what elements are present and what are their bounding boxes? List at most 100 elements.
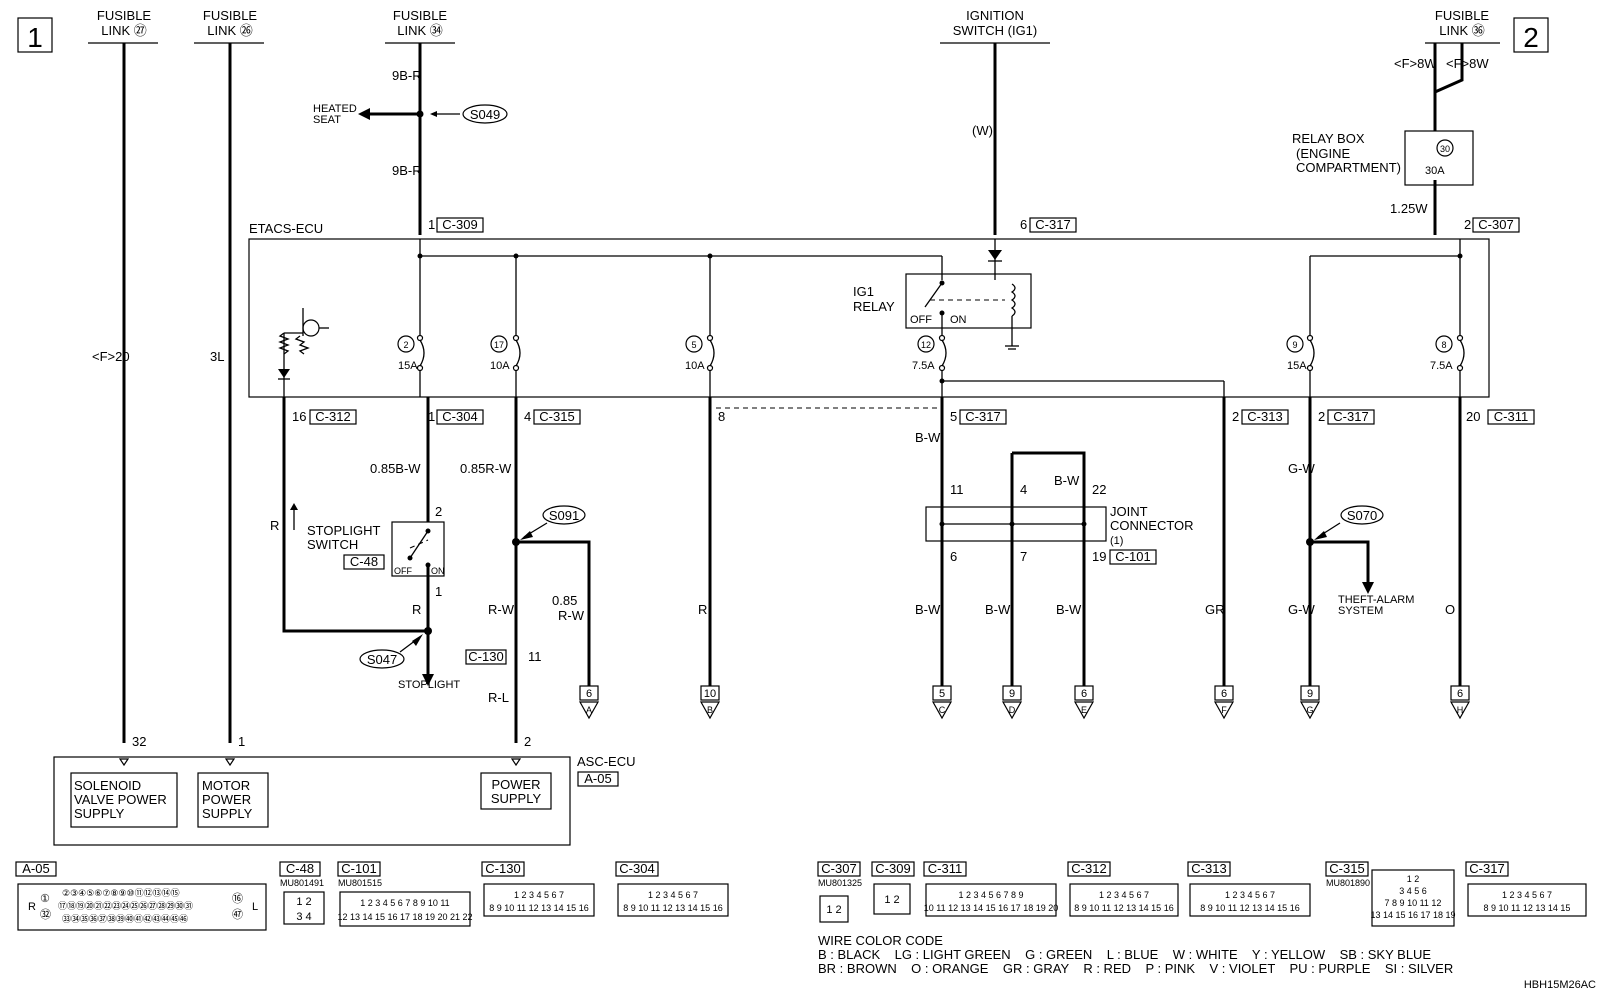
- connector-c315: C-315: [539, 409, 574, 424]
- cv-c315-row4: 13 14 15 16 17 18 19: [1370, 910, 1455, 920]
- cv-c48-row1: 1 2: [296, 896, 311, 908]
- cv-c313-row1: 1 2 3 4 5 6 7: [1225, 890, 1275, 900]
- fusible-link-27-line2: LINK ㉗: [101, 23, 147, 38]
- cv-c312-row2: 8 9 10 11 12 13 14 15 16: [1074, 903, 1173, 913]
- legend-line1: B : BLACK LG : LIGHT GREEN G : GREEN L :…: [818, 947, 1431, 962]
- jc-pin-4: 4: [1020, 482, 1027, 497]
- fuse-2-num: 2: [403, 340, 408, 350]
- pin-c317-6: 6: [1020, 217, 1027, 232]
- switch-pin-bottom: 1: [435, 584, 442, 599]
- offpage-f-num: 6: [1221, 688, 1227, 700]
- connector-view-c312: C-312 1 2 3 4 5 6 7 8 9 10 11 12 13 14 1…: [1067, 861, 1179, 917]
- cv-c312-label: C-312: [1071, 861, 1106, 876]
- asc-pin-2: 2: [524, 734, 531, 749]
- legend-line2: BR : BROWN O : ORANGE GR : GRAY R : RED …: [818, 961, 1453, 976]
- offpage-g-letter: G: [1306, 705, 1313, 715]
- offpage-c: 5 C: [931, 685, 953, 720]
- offpage-b-num: 10: [704, 688, 716, 700]
- fusible-link-34: FUSIBLE LINK ㉞: [385, 8, 455, 44]
- connector-c101: C-101: [1115, 549, 1150, 564]
- cv-c311-label: C-311: [928, 861, 962, 876]
- fuse-5-amp: 10A: [685, 360, 705, 372]
- wire-label-rw085-2: R-W: [558, 608, 585, 623]
- wire-label-085rw: 0.85R-W: [460, 461, 512, 476]
- solenoid-line1: SOLENOID: [74, 778, 141, 793]
- page-number-left-text: 1: [27, 22, 43, 53]
- offpage-b: 10 B: [699, 685, 721, 720]
- cv-c309-row1: 1 2: [884, 894, 899, 906]
- cv-c311-row2: 10 11 12 13 14 15 16 17 18 19 20: [924, 903, 1058, 913]
- wire-label-bw-bridge: B-W: [1054, 473, 1080, 488]
- jc-pin-6: 6: [950, 549, 957, 564]
- splice-s049: S049: [430, 104, 508, 124]
- connector-view-c307: C-307 MU801325 1 2: [817, 861, 862, 923]
- cv-c315-row2: 3 4 5 6: [1399, 886, 1427, 896]
- wire-label-r-stop: R: [412, 602, 421, 617]
- heated-seat-line2: SEAT: [313, 114, 341, 126]
- offpage-g: 9 G: [1299, 685, 1321, 720]
- cv-c313-label: C-313: [1191, 861, 1226, 876]
- cv-c48-part: MU801491: [280, 878, 324, 888]
- cv-c317-row2: 8 9 10 11 12 13 14 15: [1484, 903, 1571, 913]
- motor-line2: POWER: [202, 792, 251, 807]
- cv-a05-p47: ㊼: [232, 908, 243, 921]
- fuse-9-num: 9: [1292, 340, 1297, 350]
- joint-connector-line1: JOINT: [1110, 504, 1148, 519]
- wire-label-125w: 1.25W: [1390, 201, 1428, 216]
- cv-a05-label: A-05: [22, 861, 49, 876]
- connector-c313: C-313: [1247, 409, 1282, 424]
- relay-box: 30 30A RELAY BOX (ENGINE COMPARTMENT): [1292, 92, 1474, 186]
- cv-a05-row2: ⑰⑱⑲⑳㉑㉒㉓㉔㉕㉖㉗㉘㉙㉚㉛: [58, 901, 193, 911]
- cv-c130-row1: 1 2 3 4 5 6 7: [514, 890, 564, 900]
- asc-ecu-label: ASC-ECU: [577, 754, 636, 769]
- stoplight-switch-line1: STOPLIGHT: [307, 523, 381, 538]
- wire-color-legend: WIRE COLOR CODE B : BLACK LG : LIGHT GRE…: [818, 933, 1453, 976]
- cv-c304-row1: 1 2 3 4 5 6 7: [648, 890, 698, 900]
- pin-c317-5: 5: [950, 409, 957, 424]
- offpage-d: 9 D: [1001, 685, 1023, 720]
- connector-c48: C-48: [350, 554, 378, 569]
- cv-c48-label: C-48: [286, 861, 314, 876]
- connector-view-c317: C-317 1 2 3 4 5 6 7 8 9 10 11 12 13 14 1…: [1465, 861, 1587, 917]
- wire-label-bw-c: B-W: [915, 602, 941, 617]
- cv-a05-p32: ㉜: [40, 908, 51, 921]
- connector-c130: C-130: [468, 649, 503, 664]
- solenoid-line2: VALVE POWER: [74, 792, 167, 807]
- connector-c311: C-311: [1494, 409, 1528, 424]
- splice-s091: S091: [520, 505, 586, 540]
- power-supply-line1: POWER: [491, 777, 540, 792]
- etacs-ecu-label: ETACS-ECU: [249, 221, 323, 236]
- jc-pin-22: 22: [1092, 482, 1106, 497]
- connector-view-c315: C-315 MU801890 1 2 3 4 5 6 7 8 9 10 11 1…: [1325, 861, 1456, 927]
- cv-a05-p1: ①: [40, 893, 50, 905]
- wire-label-bw-d: B-W: [985, 602, 1011, 617]
- connector-view-c313: C-313 1 2 3 4 5 6 7 8 9 10 11 12 13 14 1…: [1187, 861, 1311, 917]
- wire-label-gr: GR: [1205, 602, 1225, 617]
- cv-c101-row2: 12 13 14 15 16 17 18 19 20 21 22: [337, 912, 472, 922]
- wire-bw-bridge: [1012, 451, 1086, 686]
- pin-c309: 1: [428, 217, 435, 232]
- cv-c317-row1: 1 2 3 4 5 6 7: [1502, 890, 1552, 900]
- offpage-e: 6 E: [1073, 685, 1095, 720]
- connector-view-c309: C-309 1 2: [871, 861, 915, 915]
- pin-c307: 2: [1464, 217, 1471, 232]
- ig1-relay-off: OFF: [910, 314, 932, 326]
- fuse-9: 9 15A: [1286, 334, 1315, 397]
- theft-alarm-line1: THEFT-ALARM: [1338, 594, 1414, 606]
- splice-s049-label: S049: [470, 107, 500, 122]
- stoplight-switch: 2 1 OFF ON STOPLIGHT SWITCH C-48: [307, 504, 445, 599]
- legend-title: WIRE COLOR CODE: [818, 933, 943, 948]
- splice-s070: S070: [1314, 505, 1384, 540]
- page-number-right: 2: [1513, 17, 1549, 53]
- offpage-d-num: 9: [1009, 688, 1015, 700]
- connector-c317-top: C-317: [1035, 217, 1070, 232]
- offpage-h: 6 H: [1449, 685, 1471, 720]
- jc-pin-19: 19: [1092, 549, 1106, 564]
- page-number-right-text: 2: [1523, 22, 1539, 53]
- drawing-code: HBH15M26AC: [1524, 979, 1596, 991]
- wire-label-rl: R-L: [488, 690, 509, 705]
- ignition-switch-line2: SWITCH (IG1): [953, 23, 1038, 38]
- fuse-30-num: 30: [1440, 144, 1450, 154]
- offpage-a: 6 A: [578, 685, 600, 720]
